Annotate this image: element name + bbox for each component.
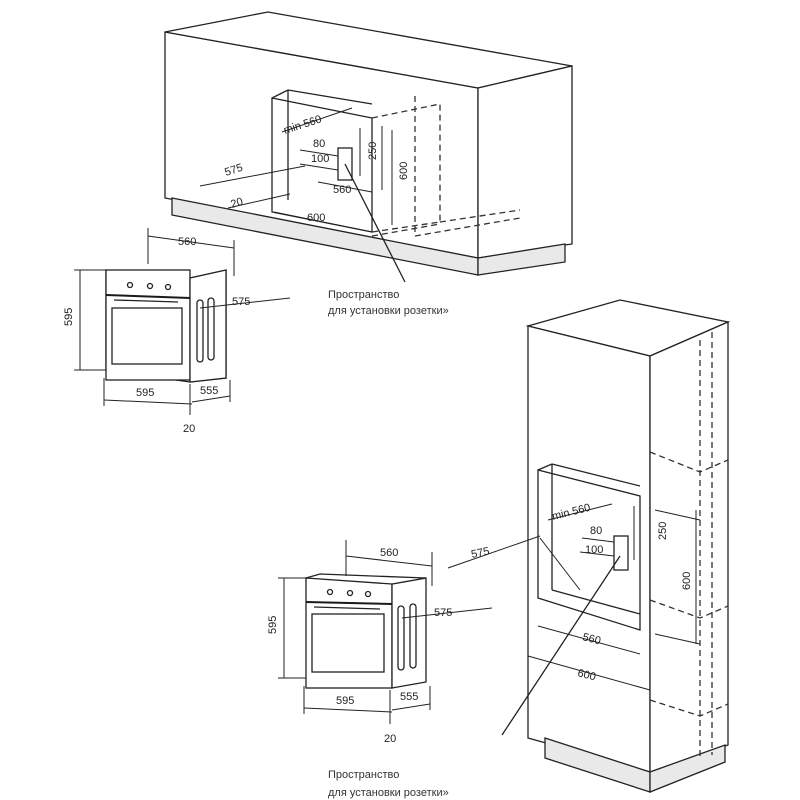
dim-width-600: 600: [307, 212, 325, 224]
oven-dim-width-bottom: 595: [136, 387, 154, 399]
oven-dim-front: 20: [183, 423, 195, 435]
tall-dim-600: 600: [681, 572, 693, 590]
tall-dim-depth-575: 575: [470, 545, 490, 561]
oven-dim-depth: 575: [434, 607, 452, 619]
dim-gap-20: 20: [229, 196, 244, 211]
oven-dim-width-bottom: 595: [336, 695, 354, 707]
socket-box: [337, 147, 353, 181]
knob-icon: [326, 588, 334, 596]
oven-dim-depth-bottom: 555: [200, 385, 218, 397]
knob-icon: [164, 283, 172, 291]
tall-cabinet-side: [649, 321, 729, 773]
knob-icon: [126, 281, 134, 289]
tall-dim-inner-560: 560: [581, 631, 602, 647]
oven-dim-height: 595: [63, 308, 75, 326]
oven-dim-depth: 575: [232, 296, 250, 308]
oven-dim-width-top: 560: [380, 547, 398, 559]
dim-600: 600: [398, 162, 410, 180]
tall-socket-caption-line2: для установки розетки»: [328, 787, 449, 799]
knob-icon: [146, 282, 154, 290]
dim-100: 100: [311, 153, 329, 165]
tall-dim-width-600: 600: [576, 667, 597, 683]
tall-socket-box: [613, 535, 629, 571]
oven-bottom: 560 595 575 595 555 20: [267, 540, 493, 745]
dim-80: 80: [313, 138, 325, 150]
oven-dim-height: 595: [267, 616, 279, 634]
knob-icon: [364, 590, 372, 598]
knob-icon: [346, 589, 354, 597]
tall-dim-250: 250: [657, 522, 669, 540]
oven-top: 560 595 575 595 555 20: [63, 228, 291, 435]
tall-niche-opening: [537, 469, 641, 631]
oven-dim-depth-bottom: 555: [400, 691, 418, 703]
dim-250: 250: [367, 142, 379, 160]
oven-body: [305, 577, 393, 689]
socket-caption-line2: для установки розетки»: [328, 305, 449, 317]
oven-door-window: [311, 613, 385, 673]
tall-dim-80: 80: [590, 525, 602, 537]
socket-caption-line1: Пространство: [328, 289, 399, 301]
oven-dim-width-top: 560: [178, 236, 196, 248]
oven-dim-front: 20: [384, 733, 396, 745]
dim-depth-575: 575: [223, 162, 244, 179]
tall-dim-100: 100: [585, 544, 603, 556]
cabinet-side: [477, 65, 573, 259]
tall-socket-caption-line1: Пространство: [328, 769, 399, 781]
dim-inner-560: 560: [333, 184, 351, 196]
oven-door-window: [111, 307, 183, 365]
tall-cabinet: min 560 80 100 250 600 575 560 600 Прост…: [328, 299, 731, 799]
undercounter-cabinet: min 560 575 20 600 560 80 100 250 600 Пр…: [164, 11, 573, 317]
